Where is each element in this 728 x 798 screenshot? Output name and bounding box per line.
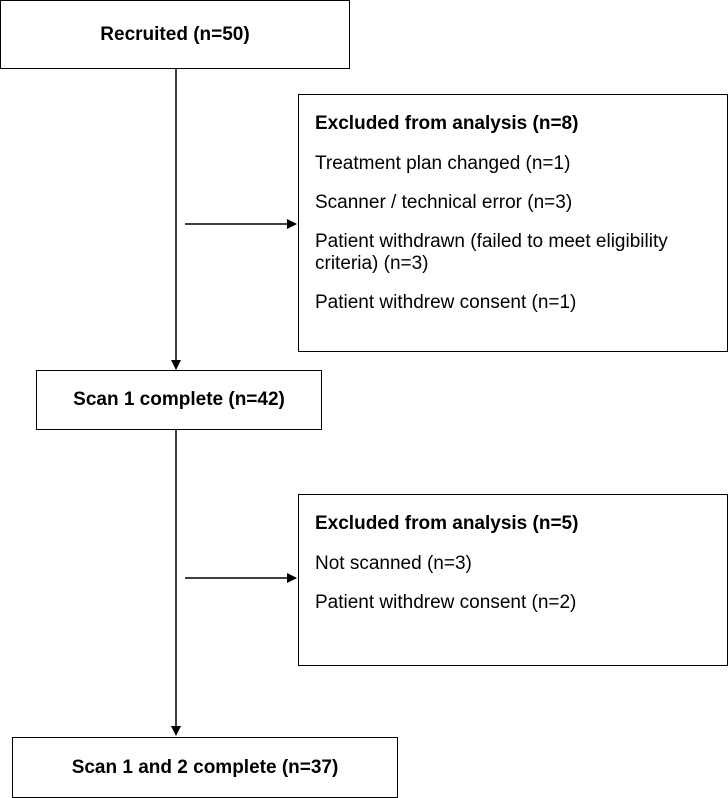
exclusion-2-item-withdrew-consent: Patient withdrew consent (n=2) <box>315 592 577 613</box>
exclusion-2-item-not-scanned: Not scanned (n=3) <box>315 553 472 574</box>
scan1-and-2-complete-label: Scan 1 and 2 complete (n=37) <box>71 756 339 778</box>
exclusion-box-2: Excluded from analysis (n=5) Not scanned… <box>298 494 728 666</box>
recruited-label: Recruited (n=50) <box>100 23 250 45</box>
scan1-complete-label: Scan 1 complete (n=42) <box>73 389 285 410</box>
scan1-and-2-complete-box: Scan 1 and 2 complete (n=37) <box>12 737 398 798</box>
exclusion-box-1: Excluded from analysis (n=8) Treatment p… <box>298 94 728 352</box>
scan1-complete-box: Scan 1 complete (n=42) <box>36 370 322 430</box>
exclusion-2-title: Excluded from analysis (n=5) <box>315 513 579 534</box>
exclusion-1-title: Excluded from analysis (n=8) <box>315 113 579 134</box>
exclusion-1-item-scanner-error: Scanner / technical error (n=3) <box>315 192 573 213</box>
exclusion-1-item-withdrew-consent: Patient withdrew consent (n=1) <box>315 292 577 313</box>
exclusion-1-item-eligibility: Patient withdrawn (failed to meet eligib… <box>315 231 668 274</box>
recruited-box: Recruited (n=50) <box>0 0 350 69</box>
exclusion-1-item-treatment-plan: Treatment plan changed (n=1) <box>315 153 571 174</box>
